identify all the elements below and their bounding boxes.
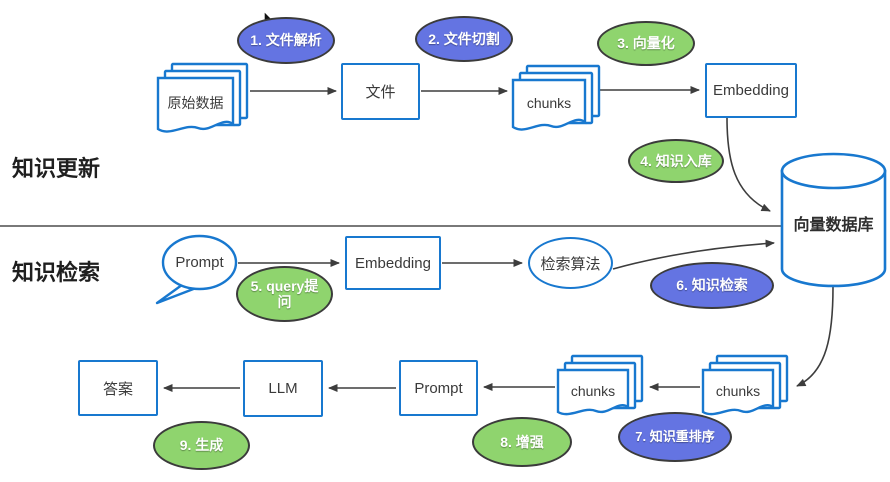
retrieval-algorithm-ellipse: 检索算法 [528,237,613,289]
step-ellipse-9-generate: 9. 生成 [153,421,250,470]
vector-db-label: 向量数据库 [793,217,874,234]
step-ellipse-8-augment: 8. 增强 [472,417,572,467]
arrow-embedding-to-vectordb [726,117,771,212]
chunks-reranked-stack-label: chunks [570,382,616,399]
section-label-knowledge-retrieval: 知识检索 [12,260,101,285]
step-ellipse-5-query: 5. query提问 [236,266,333,322]
answer-box: 答案 [78,360,158,416]
chunks-retrieved-stack-shape [701,354,789,416]
curved-arrows [612,117,834,387]
chunks-top-stack-label: chunks [526,95,572,111]
section-label-knowledge-update: 知识更新 [12,156,101,181]
arrow-vectordb-to-chunks [796,286,834,387]
raw-data-stack-label: 原始数据 [167,95,224,111]
file-box: 文件 [341,63,420,120]
step-ellipse-1-file-parsing: 1. 文件解析 [237,17,335,64]
step-ellipse-2-file-splitting: 2. 文件切割 [415,16,513,62]
prompt-bubble-shape [155,234,238,305]
chunks-top-stack-shape [511,64,601,131]
llm-box: LLM [243,360,323,417]
raw-data-stack-shape [156,62,249,133]
step-ellipse-7-rerank: 7. 知识重排序 [618,412,732,462]
step-ellipse-4-knowledge-ingest: 4. 知识入库 [628,139,724,183]
prompt-bubble-label: Prompt [175,254,224,271]
prompt-box: Prompt [399,360,478,416]
chunks-reranked-stack-shape [556,354,644,416]
step-ellipse-6-knowledge-retrieval: 6. 知识检索 [650,262,774,309]
arrow-retrieval-to-vectordb [612,239,775,270]
vector-db-cylinder-shape [780,152,887,288]
embedding-mid-box: Embedding [345,236,441,290]
embedding-top-box: Embedding [705,63,797,118]
step-ellipse-3-vectorization: 3. 向量化 [597,21,695,66]
straight-arrows [163,86,700,392]
chunks-retrieved-stack-label: chunks [715,382,761,399]
